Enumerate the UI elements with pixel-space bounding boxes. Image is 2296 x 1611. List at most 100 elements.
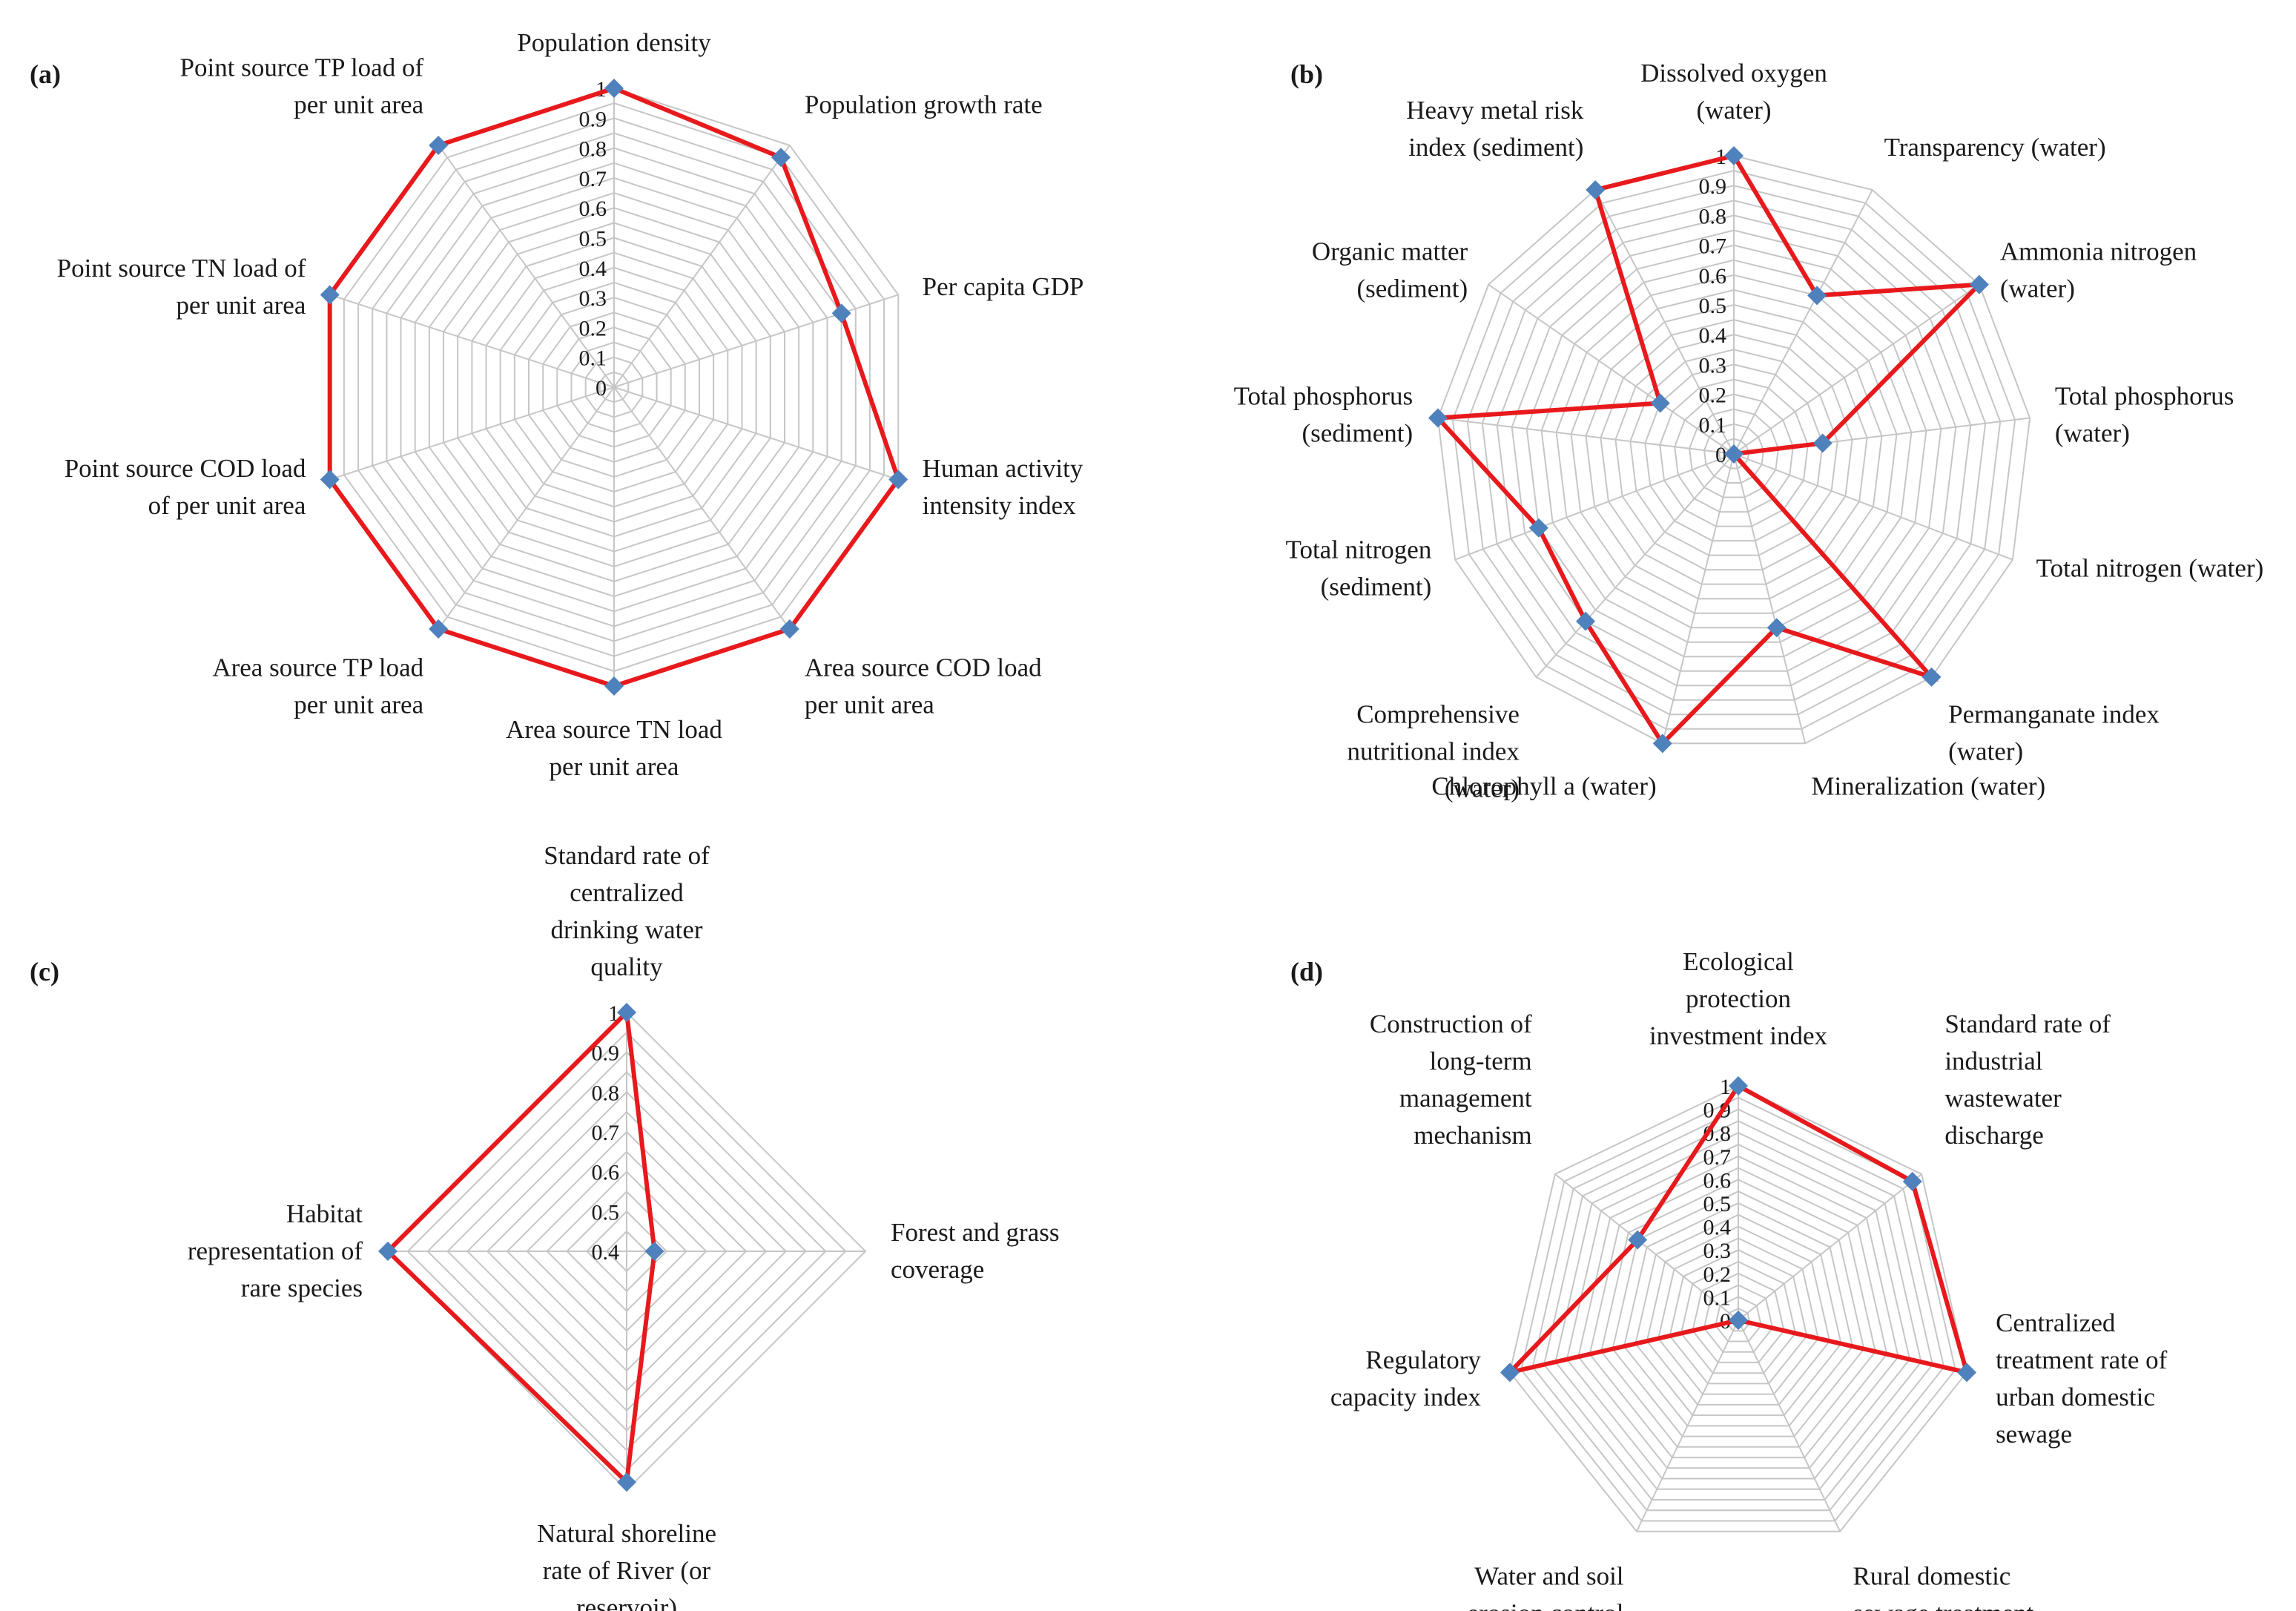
radar-panel-d: (d) 00.10.20.30.40.50.60.70.80.91Ecologi… bbox=[1290, 947, 2168, 1611]
panel-label: (c) bbox=[30, 957, 59, 986]
panel-label: (d) bbox=[1290, 957, 1323, 986]
grid-spoke bbox=[438, 386, 615, 630]
grid-spoke bbox=[1594, 189, 1735, 455]
radial-tick-label: 0.4 bbox=[1703, 1216, 1732, 1240]
grid-ring bbox=[1612, 1190, 1865, 1437]
grid-ring bbox=[1585, 303, 1883, 600]
radial-tick-label: 0.2 bbox=[1703, 1262, 1732, 1287]
grid-ring bbox=[1680, 1260, 1797, 1374]
radial-tick-label: 0.4 bbox=[1699, 323, 1727, 348]
axis-category-label: Total phosphorus(sediment) bbox=[1234, 381, 1413, 447]
data-point-marker bbox=[320, 285, 340, 305]
grid-ring bbox=[1614, 334, 1853, 571]
grid-ring bbox=[1703, 423, 1764, 484]
grid-ring bbox=[1531, 1108, 1945, 1512]
data-point-marker bbox=[320, 470, 340, 490]
data-point-marker bbox=[771, 148, 791, 168]
data-point-marker bbox=[1969, 274, 1989, 294]
data-point-marker bbox=[1724, 146, 1744, 165]
grid-spoke bbox=[1738, 1173, 1922, 1321]
panel-label: (b) bbox=[1290, 59, 1323, 89]
data-point-marker bbox=[888, 470, 908, 490]
grid-ring bbox=[1669, 1249, 1808, 1385]
grid-ring bbox=[1689, 408, 1779, 498]
grid-ring bbox=[1577, 1155, 1899, 1469]
grid-ring bbox=[1634, 1213, 1842, 1417]
grid-spoke bbox=[438, 145, 615, 388]
radial-tick-label: 0.5 bbox=[1703, 1192, 1732, 1216]
grid-ring bbox=[1570, 289, 1898, 614]
data-point-marker bbox=[617, 1472, 636, 1492]
axis-category-label: Permanganate index(water) bbox=[1948, 699, 2160, 765]
grid-ring bbox=[1566, 1143, 1911, 1480]
axis-category-label: Population growth rate bbox=[805, 90, 1043, 119]
grid-spoke bbox=[1488, 283, 1735, 455]
axis-category-label: Population density bbox=[517, 28, 711, 57]
radial-tick-label: 0.2 bbox=[579, 316, 607, 340]
grid-spoke bbox=[1554, 1173, 1739, 1321]
radial-tick-label: 0.7 bbox=[592, 1121, 620, 1145]
radial-tick-label: 0.4 bbox=[579, 257, 607, 281]
grid-spoke bbox=[613, 386, 791, 630]
radial-tick-label: 1 bbox=[1720, 1075, 1731, 1099]
radial-tick-label: 0.3 bbox=[579, 286, 607, 311]
grid-ring bbox=[1600, 319, 1868, 585]
axis-category-label: Per capita GDP bbox=[923, 272, 1084, 301]
radial-tick-label: 0.7 bbox=[579, 167, 607, 191]
grid-ring bbox=[1466, 185, 2002, 716]
radial-tick-label: 0.3 bbox=[1699, 353, 1727, 378]
grid-ring bbox=[1646, 1225, 1831, 1406]
grid-spoke bbox=[1738, 1320, 1841, 1532]
data-point-marker bbox=[1766, 618, 1787, 638]
data-point-marker bbox=[1628, 1230, 1648, 1250]
radial-tick-label: 0.8 bbox=[579, 137, 607, 162]
grid-spoke bbox=[1733, 189, 1873, 455]
axis-category-label: Mineralization (water) bbox=[1811, 771, 2045, 800]
data-point-marker bbox=[429, 135, 449, 155]
axis-category-label: Dissolved oxygen(water) bbox=[1640, 59, 1827, 125]
grid-spoke bbox=[613, 294, 899, 388]
grid-ring bbox=[1692, 1272, 1785, 1363]
radial-tick-label: 0.8 bbox=[1699, 204, 1727, 228]
data-point-marker bbox=[1428, 408, 1448, 428]
axis-category-label: Total nitrogen (water) bbox=[2036, 554, 2264, 583]
radial-tick-label: 0.6 bbox=[1703, 1168, 1732, 1193]
radial-tick-label: 0.7 bbox=[1699, 234, 1727, 259]
radial-tick-label: 0.2 bbox=[1699, 383, 1727, 408]
radial-tick-label: 0 bbox=[596, 376, 607, 401]
radial-tick-label: 0 bbox=[1715, 443, 1726, 467]
data-point-marker bbox=[429, 619, 449, 639]
grid-ring bbox=[1715, 1296, 1762, 1342]
data-point-marker bbox=[644, 1242, 664, 1261]
data-point-marker bbox=[1729, 1076, 1748, 1096]
data-point-marker bbox=[604, 676, 624, 696]
grid-ring bbox=[1554, 1132, 1922, 1490]
grid-ring bbox=[1589, 1167, 1888, 1459]
grid-spoke bbox=[329, 386, 615, 481]
grid-spoke bbox=[1437, 417, 1735, 455]
data-point-marker bbox=[378, 1242, 397, 1261]
grid-ring bbox=[1436, 154, 2031, 745]
radar-panel-a: (a) 00.10.20.30.40.50.60.70.80.91Populat… bbox=[30, 28, 1083, 781]
radial-tick-label: 0.1 bbox=[579, 346, 607, 371]
data-point-marker bbox=[1807, 286, 1827, 306]
grid-ring bbox=[1481, 200, 1987, 701]
radial-tick-label: 0.9 bbox=[1699, 174, 1727, 199]
radial-tick-label: 0.9 bbox=[579, 107, 607, 131]
data-point-marker bbox=[1729, 1311, 1748, 1330]
axis-category-label: Total phosphorus(water) bbox=[2055, 381, 2234, 447]
data-point-marker bbox=[1586, 180, 1606, 200]
radar-panel-b: (b) 00.10.20.30.40.50.60.70.80.91Dissolv… bbox=[1234, 59, 2264, 803]
